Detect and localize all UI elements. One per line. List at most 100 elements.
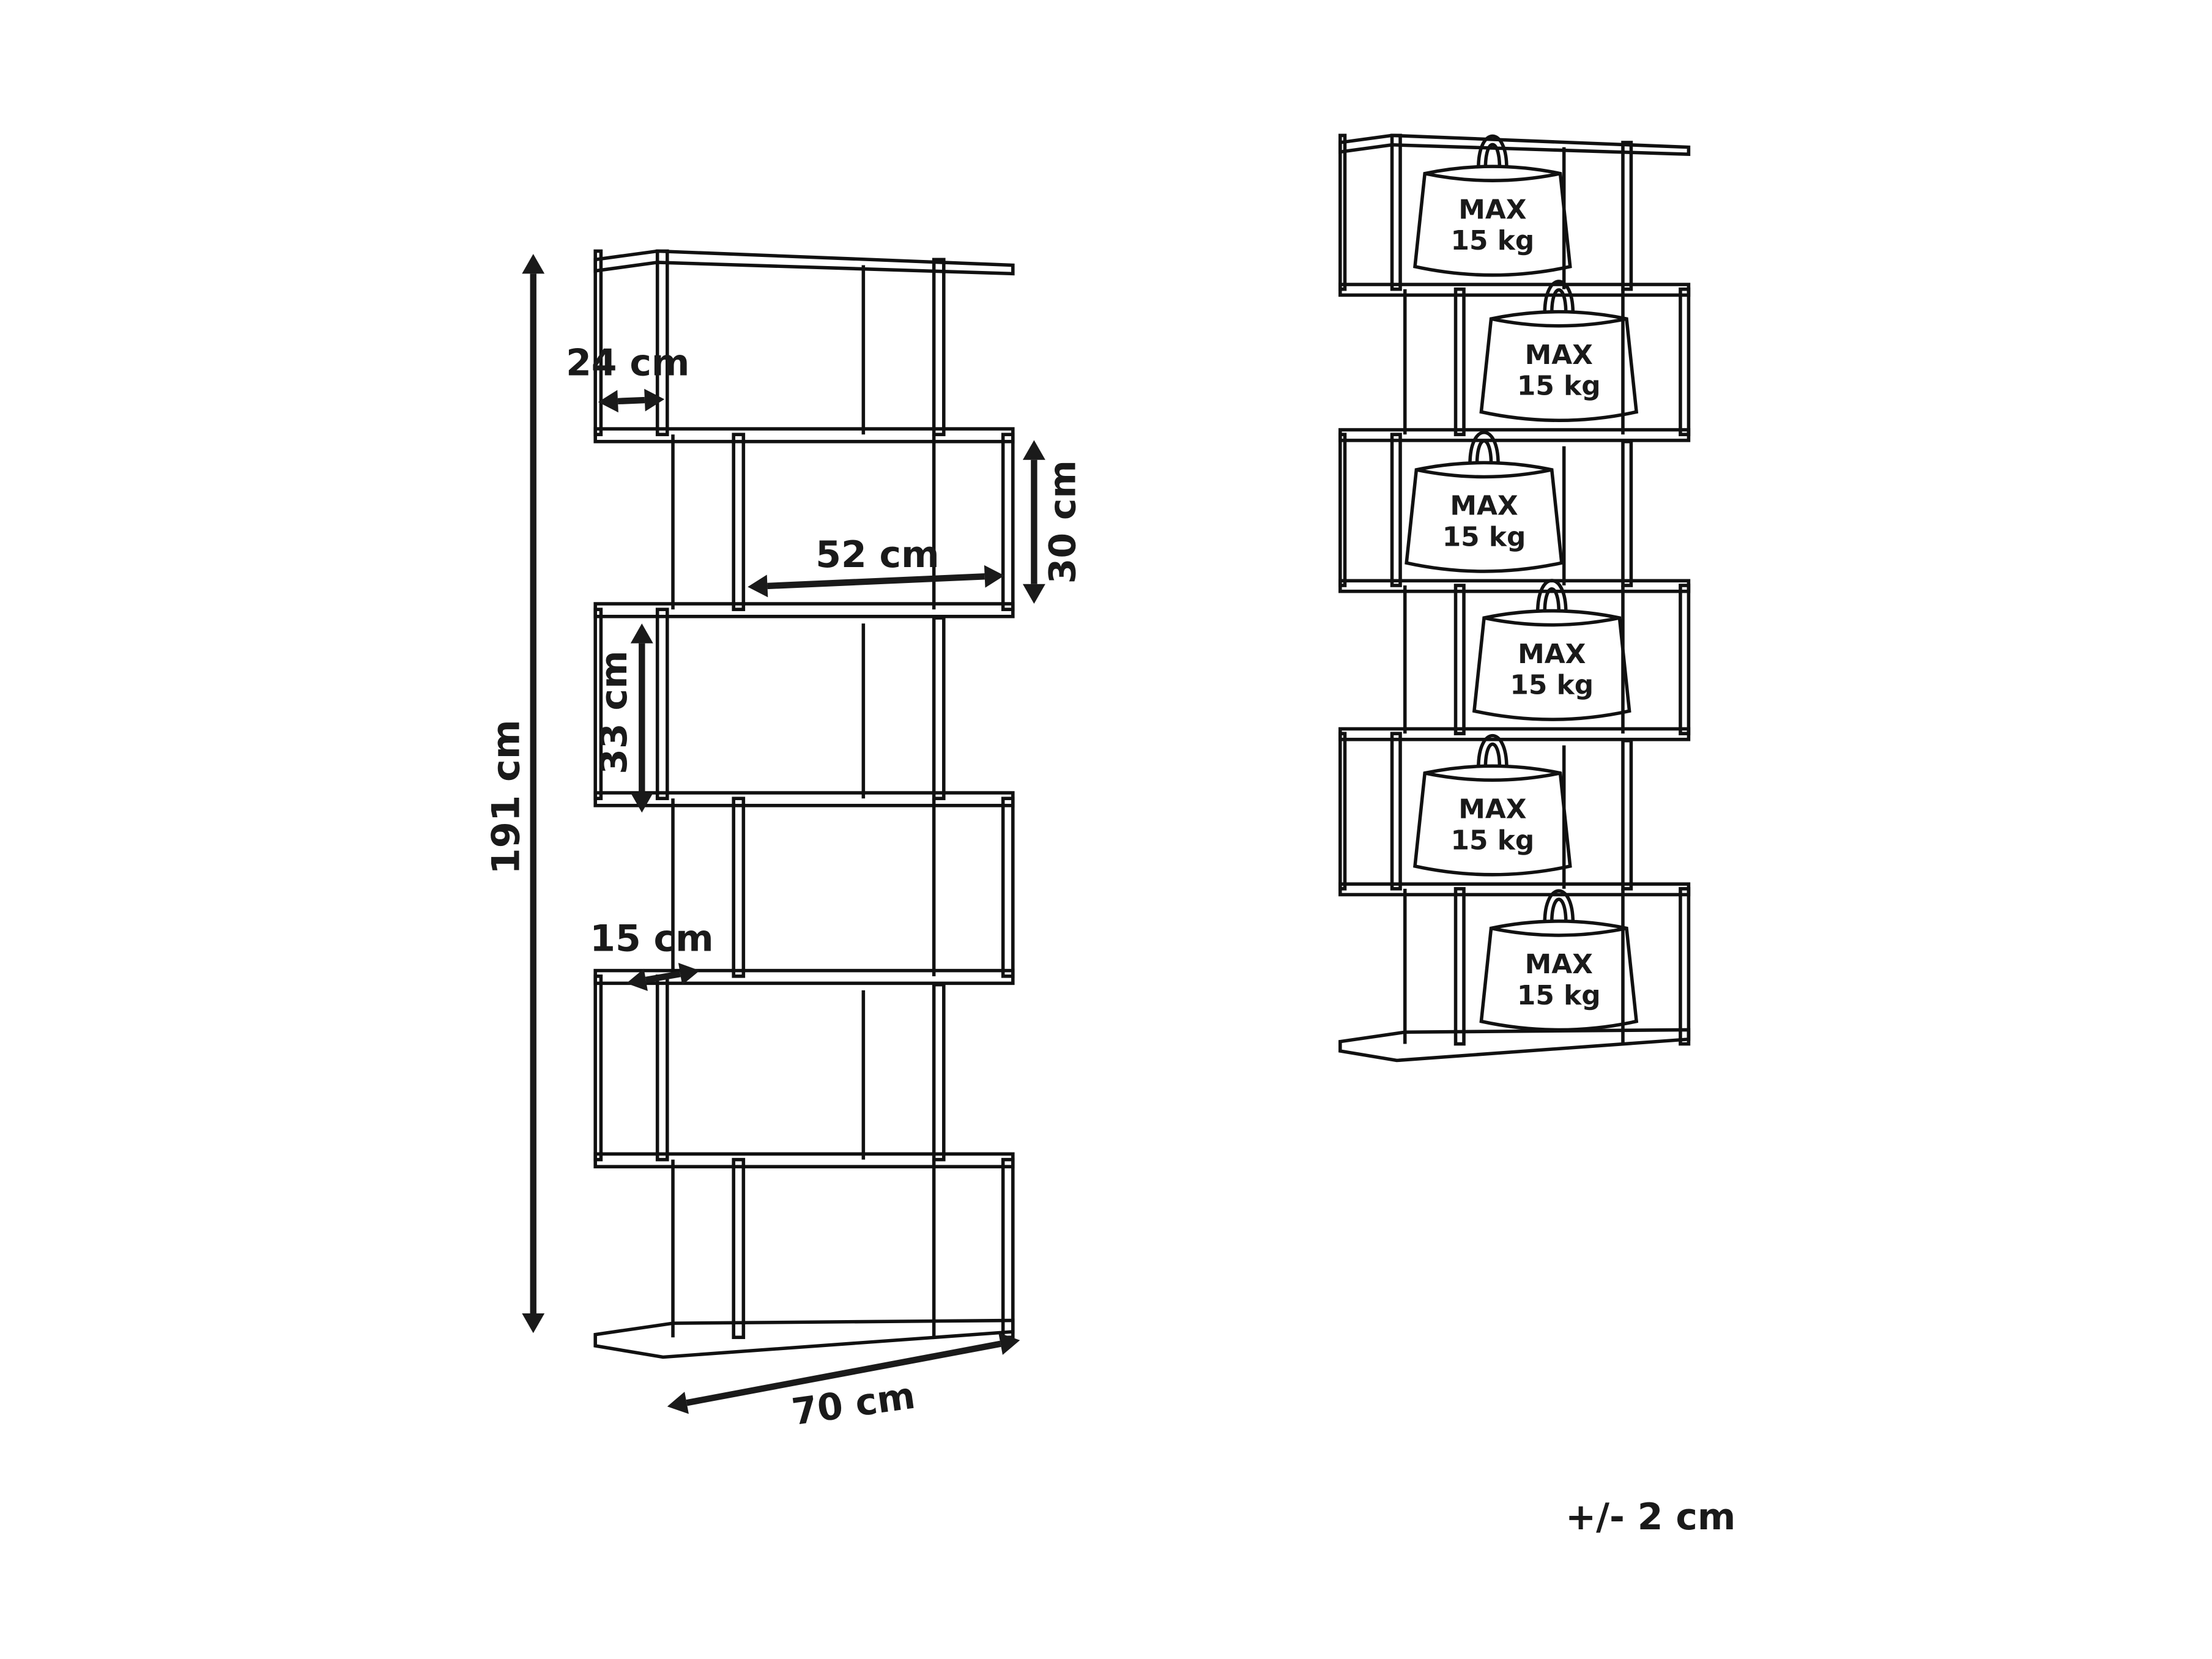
- arrow-head: [984, 565, 1004, 588]
- inner-width-arrow: [748, 565, 1004, 598]
- shelf-board: [1338, 133, 1691, 157]
- base-board: [593, 1318, 1015, 1359]
- arrow-head: [522, 254, 545, 274]
- shelf-tier: [671, 796, 1015, 978]
- inner-width-label: 52 cm: [815, 533, 939, 576]
- weight-top-rim: [1424, 771, 1561, 782]
- upright-panel: [1390, 732, 1402, 891]
- total-width-arrow: [667, 1332, 1020, 1414]
- shelf-board-edge: [1338, 428, 1691, 442]
- weight-handle: [1543, 889, 1575, 923]
- arrow-shaft: [686, 1340, 1001, 1406]
- shelf-board: [1338, 283, 1691, 297]
- side-panel: [1001, 432, 1015, 612]
- side-panel: [1338, 432, 1347, 587]
- weight-body: [1479, 919, 1639, 1032]
- side-panel: [1679, 584, 1691, 735]
- arrow-head: [998, 1332, 1020, 1355]
- arrow-shaft: [617, 396, 645, 405]
- upright-panel: [1621, 141, 1633, 291]
- shelf-board-edge: [593, 602, 1015, 618]
- load-value-label: 15 kg: [1451, 825, 1535, 856]
- max-label: MAX: [1458, 794, 1526, 825]
- shelf-board-edge: [1338, 579, 1691, 593]
- upright-panel: [732, 1157, 746, 1339]
- shelf-board-edge: [593, 427, 1015, 444]
- load-value-label: 15 kg: [1517, 371, 1601, 402]
- arrow-head: [1022, 584, 1045, 604]
- side-panel: [1001, 796, 1015, 978]
- load-value-label: 15 kg: [1517, 980, 1601, 1011]
- upright-panel: [1390, 432, 1402, 587]
- weight-body: [1472, 609, 1631, 721]
- shelf-board-edge: [593, 968, 1015, 985]
- shelf-board-edge: [593, 791, 1015, 807]
- shelf-board-edge: [1338, 283, 1691, 297]
- weight-top-rim: [1416, 468, 1553, 479]
- weight-body: [1479, 310, 1639, 422]
- depth-top-label: 24 cm: [566, 341, 689, 384]
- side-panel: [593, 974, 603, 1162]
- top-board: [1338, 133, 1691, 157]
- shelf-tier: [593, 607, 946, 801]
- compartment-height-right-arrow: [1022, 440, 1045, 604]
- depth-top-arrow: [598, 388, 665, 413]
- compartment-height-right-label: 30 cm: [1041, 460, 1084, 584]
- shelf-board: [593, 1152, 1015, 1168]
- shelf-board: [593, 791, 1015, 807]
- upright-panel: [1453, 887, 1466, 1046]
- bookshelf-dimension-view: [593, 249, 1015, 1359]
- arrow-head: [644, 388, 665, 412]
- weight-handle: [1535, 579, 1568, 612]
- arrow-head: [626, 968, 648, 992]
- weight-handle: [1468, 431, 1500, 464]
- dimension-arrows: [522, 254, 1045, 1414]
- height-arrow: [522, 254, 545, 1334]
- weight-handle: [1477, 134, 1509, 168]
- shelf-board: [593, 1318, 1015, 1359]
- upright-panel: [1621, 738, 1633, 891]
- shelf-tier: [1403, 287, 1691, 437]
- arrow-head: [748, 574, 768, 598]
- arrow-shaft: [645, 971, 681, 983]
- max-label: MAX: [1450, 491, 1518, 522]
- weight-handle: [1477, 733, 1509, 768]
- shelf-board: [1338, 579, 1691, 593]
- max-label: MAX: [1518, 639, 1586, 670]
- shelf-board: [1338, 727, 1691, 741]
- shelf-board: [593, 249, 1015, 276]
- weight-top-rim: [1483, 616, 1620, 627]
- arrow-head: [522, 1313, 545, 1334]
- max-label: MAX: [1525, 340, 1593, 371]
- max-label: MAX: [1525, 949, 1593, 980]
- top-board: [593, 249, 1015, 276]
- height-label: 191 cm: [484, 719, 529, 874]
- shelf-board: [1338, 882, 1691, 897]
- load-value-label: 15 kg: [1442, 521, 1526, 552]
- load-value-label: 15 kg: [1510, 670, 1594, 701]
- weight-body: [1413, 165, 1572, 277]
- tolerance-label: +/- 2 cm: [1565, 1496, 1735, 1538]
- arrow-head: [667, 1392, 689, 1414]
- offset-depth-arrow: [626, 962, 700, 992]
- shelf-board: [1338, 428, 1691, 442]
- upright-panel: [932, 982, 946, 1162]
- shelf-board: [593, 602, 1015, 618]
- side-panel: [593, 249, 603, 437]
- weight-top-rim: [1491, 317, 1627, 328]
- side-panel: [1001, 1157, 1015, 1339]
- upright-panel: [932, 616, 946, 801]
- arrow-head: [1022, 440, 1045, 460]
- weight-top-rim: [1424, 171, 1561, 182]
- shelf-board-edge: [593, 1152, 1015, 1168]
- shelf-board: [593, 968, 1015, 985]
- shelf-board-edge: [1338, 882, 1691, 897]
- side-panel: [593, 607, 603, 801]
- weight-handle: [1543, 280, 1575, 313]
